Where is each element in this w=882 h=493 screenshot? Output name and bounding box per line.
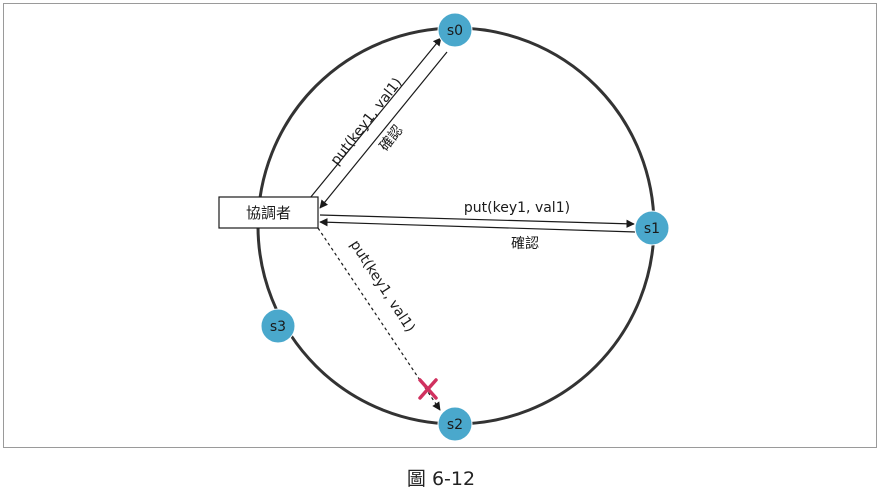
figure-caption: 圖 6-12 (406, 468, 476, 490)
s0-ack-arrow (319, 51, 448, 209)
node-s3: s3 (260, 308, 296, 344)
s1-ack-arrow (319, 218, 637, 233)
node-s3-label: s3 (270, 319, 286, 335)
node-s0-label: s0 (447, 23, 463, 39)
node-s1: s1 (634, 210, 670, 246)
node-s2: s2 (437, 406, 473, 442)
node-s2-label: s2 (447, 417, 463, 433)
s1-request-label: put(key1, val1) (464, 200, 570, 216)
replication-ring-diagram: put(key1, val1) 確認 put(key1, val1) 確認 pu… (218, 12, 670, 442)
coordinator-box: 協調者 (218, 196, 319, 229)
s0-ack-label: 確認 (377, 123, 407, 155)
s1-request-arrow (319, 214, 635, 228)
s0-request-arrow (309, 37, 442, 199)
figure-frame (3, 3, 877, 448)
failure-x-icon (418, 378, 438, 400)
s1-ack-label: 確認 (511, 236, 539, 252)
node-s1-label: s1 (644, 221, 660, 237)
s0-request-label: put(key1, val1) (328, 75, 406, 169)
s2-request-label: put(key1, val1) (347, 237, 418, 335)
node-s0: s0 (437, 12, 473, 48)
coordinator-label: 協調者 (246, 204, 291, 222)
